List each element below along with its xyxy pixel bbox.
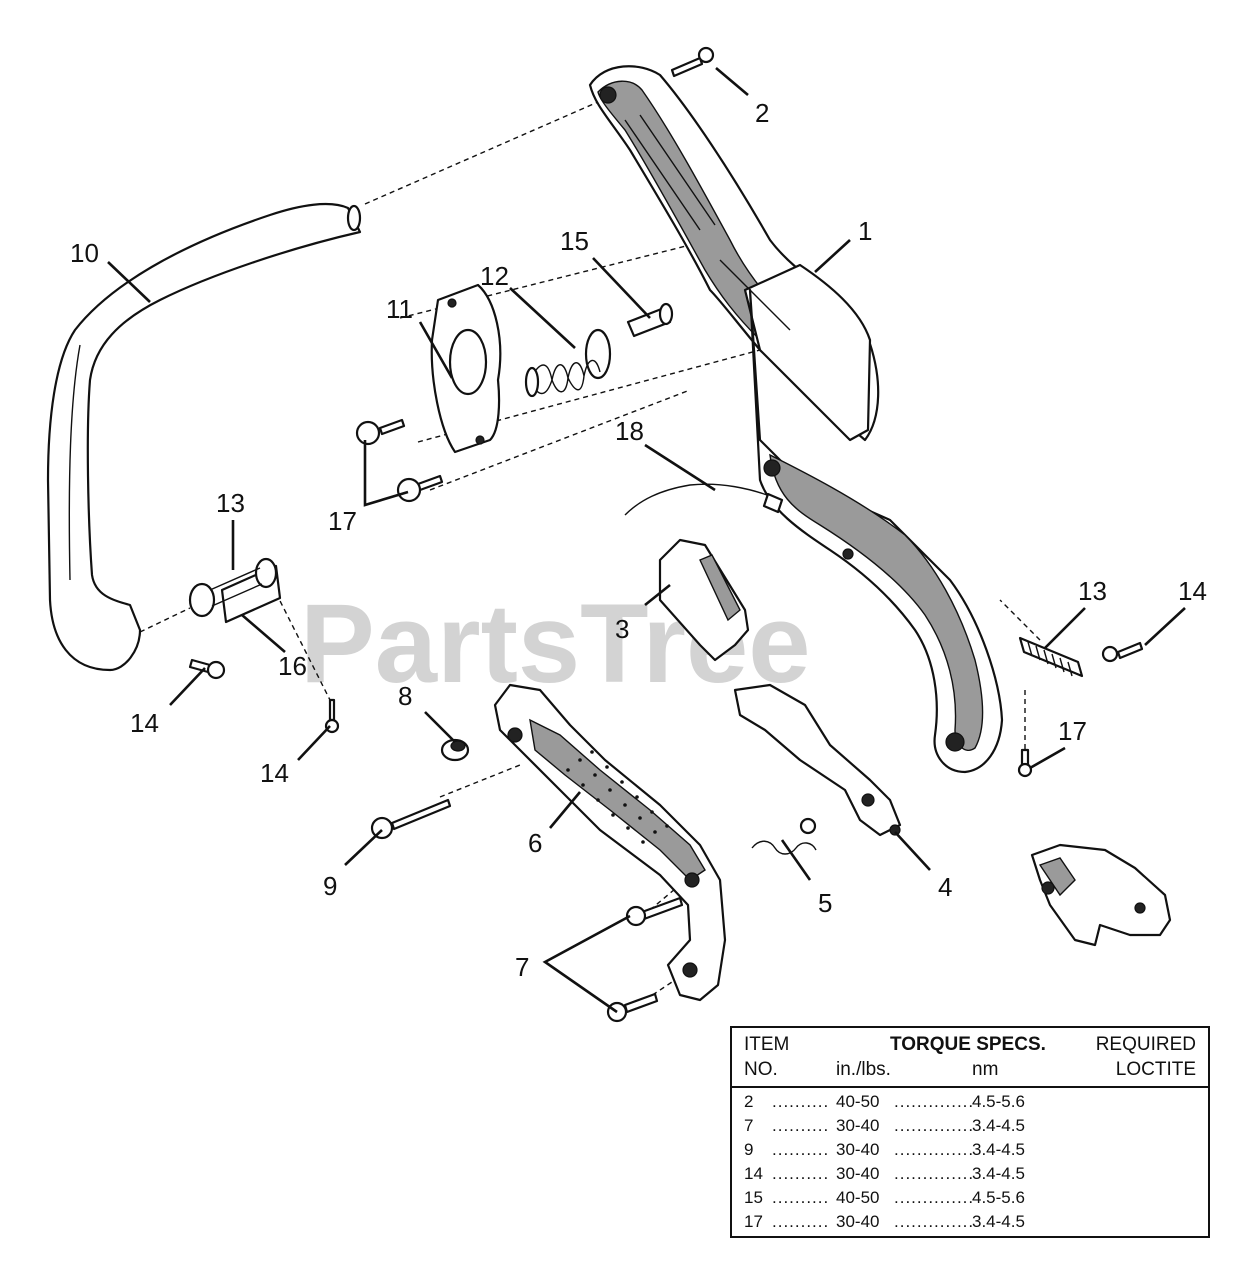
table-row: 14 .......... 30-40 .............. 3.4-4… — [744, 1164, 1200, 1188]
row-nm: 3.4-4.5 — [972, 1116, 1025, 1135]
row-inlbs: 30-40 — [836, 1212, 880, 1231]
table-row: 9 .......... 30-40 .............. 3.4-4.… — [744, 1140, 1200, 1164]
callout-17-left: 17 — [328, 506, 357, 536]
callout-14-b: 14 — [260, 758, 289, 788]
table-row: 15 .......... 40-50 .............. 4.5-5… — [744, 1188, 1200, 1212]
row-leader: .............. — [894, 1140, 975, 1159]
row-inlbs: 30-40 — [836, 1164, 880, 1183]
rear-handle-part-1 — [588, 65, 1004, 774]
row-leader: .............. — [894, 1092, 975, 1111]
row-leader: .............. — [894, 1212, 975, 1231]
callout-9: 9 — [323, 871, 337, 901]
row-leader: .......... — [772, 1140, 830, 1159]
row-item: 9 — [744, 1140, 754, 1159]
row-item: 15 — [744, 1188, 763, 1207]
screw-part-2 — [670, 46, 715, 78]
row-item: 2 — [744, 1092, 754, 1111]
header-inlbs: in./lbs. — [836, 1059, 891, 1080]
table-row: 7 .......... 30-40 .............. 3.4-4.… — [744, 1116, 1200, 1140]
callout-4: 4 — [938, 872, 952, 902]
bolt-part-15 — [626, 302, 674, 338]
trigger-part-4 — [733, 683, 902, 837]
row-leader: .......... — [772, 1116, 830, 1135]
torque-table-rows: 2 .......... 40-50 .............. 4.5-5.… — [744, 1092, 1200, 1236]
callout-8: 8 — [398, 681, 412, 711]
torque-specs-table: ITEM NO. TORQUE SPECS. in./lbs. nm REQUI… — [730, 1026, 1210, 1238]
row-leader: .......... — [772, 1188, 830, 1207]
row-nm: 4.5-5.6 — [972, 1188, 1025, 1207]
row-inlbs: 30-40 — [836, 1116, 880, 1135]
row-leader: .......... — [772, 1164, 830, 1183]
spring-part-5 — [751, 817, 817, 855]
callout-3: 3 — [615, 614, 629, 644]
lever-part-3 — [658, 538, 750, 662]
callout-10: 10 — [70, 238, 99, 268]
row-nm: 3.4-4.5 — [972, 1140, 1025, 1159]
callout-labels: 1 2 3 4 5 6 7 8 9 10 11 12 13 13 14 14 1… — [70, 98, 1207, 982]
screws-part-17 — [355, 418, 444, 503]
callout-17-right: 17 — [1058, 716, 1087, 746]
callout-18: 18 — [615, 416, 644, 446]
row-inlbs: 40-50 — [836, 1188, 880, 1207]
callout-2: 2 — [755, 98, 769, 128]
row-leader: .......... — [772, 1212, 830, 1231]
hinge-bracket-parts-13-16 — [188, 557, 282, 624]
header-nm: nm — [972, 1059, 999, 1080]
brake-unit-inset — [1030, 843, 1172, 947]
callout-13-left: 13 — [216, 488, 245, 518]
table-row: 17 .......... 30-40 .............. 3.4-4… — [744, 1212, 1200, 1236]
cable-part-18 — [624, 483, 784, 516]
row-leader: .......... — [772, 1092, 830, 1111]
callout-13-right: 13 — [1078, 576, 1107, 606]
header-required: REQUIRED — [1095, 1034, 1196, 1055]
spring-part-13-right — [1018, 636, 1084, 678]
table-row: 2 .......... 40-50 .............. 4.5-5.… — [744, 1092, 1200, 1116]
row-item: 14 — [744, 1164, 763, 1183]
row-item: 17 — [744, 1212, 763, 1231]
row-item: 7 — [744, 1116, 754, 1135]
row-nm: 3.4-4.5 — [972, 1164, 1025, 1183]
handle-grip-part-6 — [493, 683, 727, 1002]
row-inlbs: 40-50 — [836, 1092, 880, 1111]
front-handle-tube-part-10 — [46, 202, 362, 672]
row-nm: 4.5-5.6 — [972, 1092, 1025, 1111]
callout-15: 15 — [560, 226, 589, 256]
header-no: NO. — [744, 1059, 778, 1080]
callout-1: 1 — [858, 216, 872, 246]
row-nm: 3.4-4.5 — [972, 1212, 1025, 1231]
row-inlbs: 30-40 — [836, 1140, 880, 1159]
callout-12: 12 — [480, 261, 509, 291]
screws-part-14 — [188, 641, 1144, 778]
callout-14-c: 14 — [1178, 576, 1207, 606]
plate-part-11 — [430, 283, 502, 454]
spring-part-12 — [524, 328, 612, 398]
long-screw-part-9 — [370, 798, 452, 840]
header-item: ITEM — [744, 1034, 790, 1055]
torque-table-header: ITEM NO. TORQUE SPECS. in./lbs. nm REQUI… — [732, 1028, 1208, 1088]
callout-11: 11 — [386, 294, 413, 324]
row-leader: .............. — [894, 1188, 975, 1207]
header-loctite: LOCTITE — [1115, 1059, 1196, 1080]
callout-6: 6 — [528, 828, 542, 858]
screws-part-7 — [606, 896, 684, 1023]
callout-16: 16 — [278, 651, 307, 681]
callout-14-a: 14 — [130, 708, 159, 738]
callout-7: 7 — [515, 952, 529, 982]
row-leader: .............. — [894, 1164, 975, 1183]
row-leader: .............. — [894, 1116, 975, 1135]
cap-part-8 — [440, 738, 470, 762]
callout-5: 5 — [818, 888, 832, 918]
leader-lines — [107, 67, 1186, 1014]
header-torque-specs: TORQUE SPECS. — [890, 1034, 1046, 1055]
